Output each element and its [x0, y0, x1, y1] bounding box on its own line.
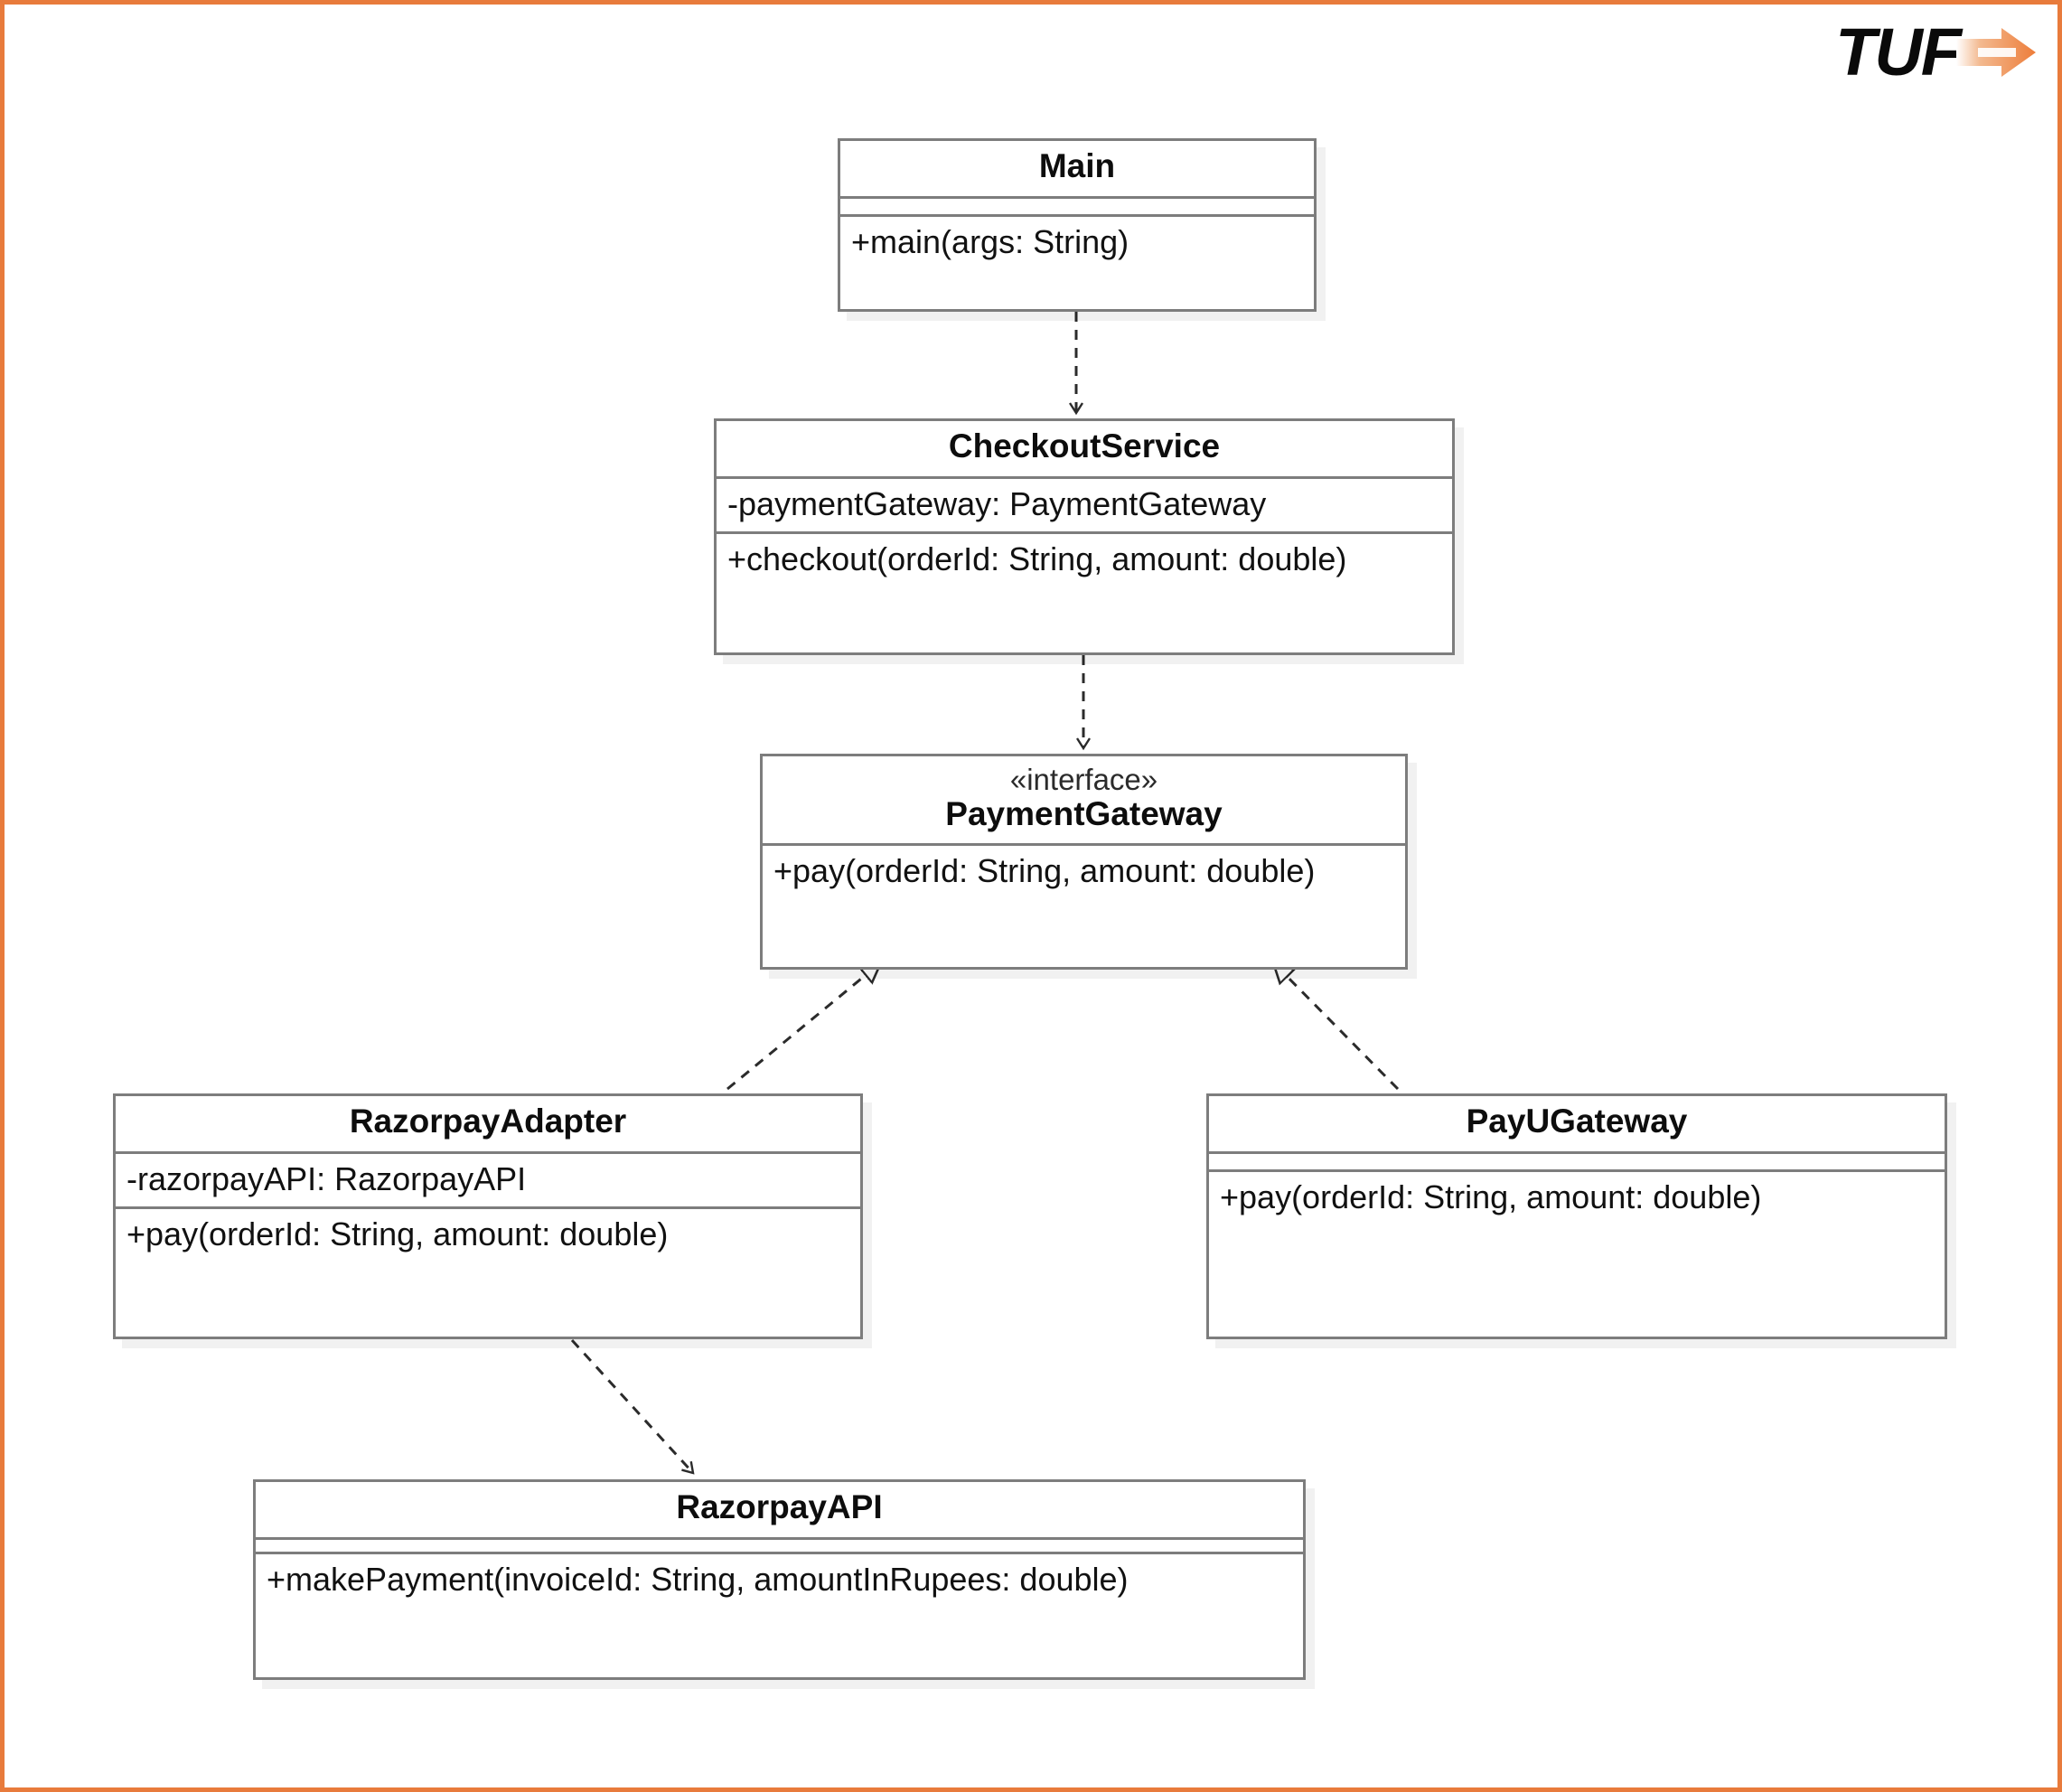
class-name-label: Main — [1038, 147, 1116, 184]
right-arrow-icon — [1954, 24, 2038, 85]
class-attributes-razorpayapi — [256, 1536, 1303, 1552]
class-attributes-payugateway — [1209, 1150, 1945, 1169]
class-methods-main: +main(args: String) — [840, 213, 1314, 309]
class-methods-checkoutservice: +checkout(orderId: String, amount: doubl… — [717, 530, 1452, 652]
class-method: +pay(orderId: String, amount: double) — [773, 852, 1316, 890]
class-method: +pay(orderId: String, amount: double) — [1220, 1177, 1762, 1215]
class-methods-paymentgateway: +pay(orderId: String, amount: double) — [763, 843, 1405, 967]
stereotype-label: «interface» — [1009, 763, 1158, 796]
class-methods-payugateway: +pay(orderId: String, amount: double) — [1209, 1168, 1945, 1337]
class-box-razorpayadapter[interactable]: RazorpayAdapter -razorpayAPI: RazorpayAP… — [113, 1093, 863, 1339]
class-box-razorpayapi[interactable]: RazorpayAPI +makePayment(invoiceId: Stri… — [253, 1479, 1306, 1680]
logo-wordmark: TUF — [1835, 14, 1962, 89]
class-title-razorpayadapter: RazorpayAdapter — [116, 1096, 860, 1151]
class-box-checkoutservice[interactable]: CheckoutService -paymentGateway: Payment… — [714, 418, 1455, 655]
class-name-label: CheckoutService — [948, 427, 1221, 464]
class-name-label: RazorpayAPI — [676, 1488, 883, 1525]
class-title-main: Main — [840, 141, 1314, 196]
class-attributes-checkoutservice: -paymentGateway: PaymentGateway — [717, 475, 1452, 531]
class-attributes-main — [840, 195, 1314, 214]
edge-razorpayadapter-to-paymentgateway — [726, 962, 881, 1091]
class-title-paymentgateway: «interface» PaymentGateway — [763, 756, 1405, 843]
class-attribute: -paymentGateway: PaymentGateway — [727, 484, 1267, 522]
class-methods-razorpayapi: +makePayment(invoiceId: String, amountIn… — [256, 1551, 1303, 1677]
class-attribute: -razorpayAPI: RazorpayAPI — [127, 1159, 527, 1197]
class-box-payugateway[interactable]: PayUGateway +pay(orderId: String, amount… — [1206, 1093, 1947, 1339]
class-method: +checkout(orderId: String, amount: doubl… — [727, 539, 1347, 577]
class-method: +pay(orderId: String, amount: double) — [127, 1215, 669, 1253]
class-name-label: RazorpayAdapter — [349, 1102, 627, 1140]
class-box-main[interactable]: Main +main(args: String) — [838, 138, 1317, 312]
class-title-razorpayapi: RazorpayAPI — [256, 1482, 1303, 1537]
class-box-paymentgateway[interactable]: «interface» PaymentGateway +pay(orderId:… — [760, 754, 1408, 970]
class-method: +main(args: String) — [851, 222, 1129, 260]
class-methods-razorpayadapter: +pay(orderId: String, amount: double) — [116, 1206, 860, 1337]
edge-payugateway-to-paymentgateway — [1273, 962, 1400, 1091]
class-name-label: PayUGateway — [1466, 1102, 1688, 1140]
class-method: +makePayment(invoiceId: String, amountIn… — [267, 1560, 1129, 1598]
tuf-logo: TUF — [1835, 17, 2038, 88]
class-attributes-razorpayadapter: -razorpayAPI: RazorpayAPI — [116, 1150, 860, 1206]
class-title-payugateway: PayUGateway — [1209, 1096, 1945, 1151]
class-title-checkoutservice: CheckoutService — [717, 421, 1452, 476]
edge-razorpayadapter-to-razorpayapi — [570, 1338, 693, 1473]
class-name-label: PaymentGateway — [945, 794, 1223, 832]
